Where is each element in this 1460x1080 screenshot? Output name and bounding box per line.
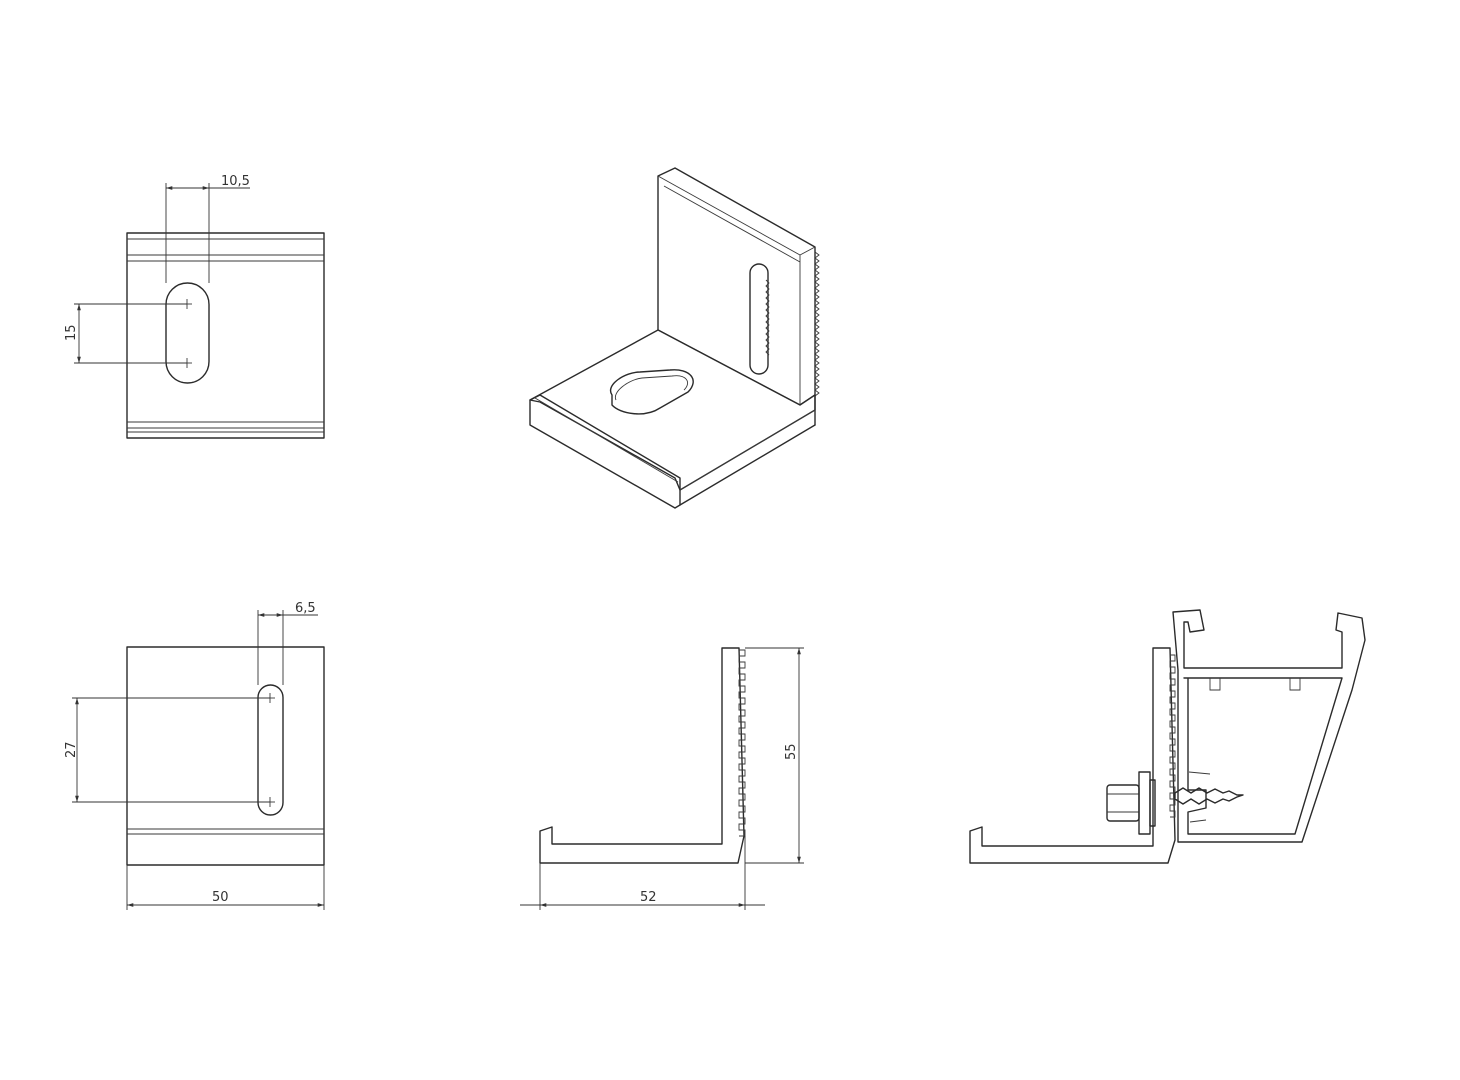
dim-label-10-5: 10,5 <box>221 174 250 189</box>
dim-front-width: 50 <box>126 865 325 910</box>
dim-side-depth: 52 <box>520 836 765 910</box>
dim-top-slot-width: 10,5 <box>165 174 250 283</box>
screw <box>1106 771 1244 835</box>
iso-base-slot <box>609 369 694 415</box>
dim-front-slot-length: 27 <box>64 697 270 803</box>
iso-vertical-slot <box>749 263 769 375</box>
dim-side-height: 55 <box>745 647 804 864</box>
dim-label-15: 15 <box>64 324 79 341</box>
front-slot <box>257 684 284 816</box>
dim-label-55: 55 <box>784 743 799 760</box>
dim-label-27: 27 <box>64 741 79 758</box>
dim-front-slot-width: 6,5 <box>257 601 318 685</box>
dim-label-50: 50 <box>212 890 229 905</box>
top-slot <box>165 282 210 384</box>
assembly-view <box>969 609 1366 864</box>
dim-top-slot-length: 15 <box>64 303 187 364</box>
dim-label-6-5: 6,5 <box>295 601 316 616</box>
side-view: 55 52 <box>520 647 804 910</box>
top-view: 10,5 15 <box>64 174 325 439</box>
front-view: 6,5 27 50 <box>64 601 325 910</box>
isometric-view <box>529 167 820 509</box>
dim-label-52: 52 <box>640 890 657 905</box>
slot-center-marks <box>182 299 192 368</box>
